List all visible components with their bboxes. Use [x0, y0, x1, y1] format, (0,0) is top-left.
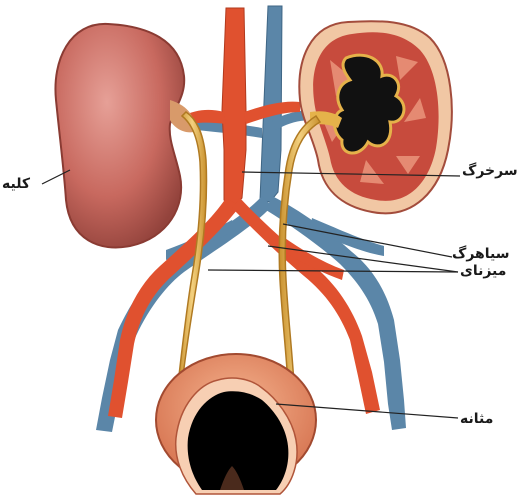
label-artery: سرخرگ	[462, 163, 518, 179]
label-vein: سیاهرگ	[452, 246, 510, 262]
label-bladder: مثانه	[460, 411, 493, 427]
label-ureter: میزنای	[460, 263, 506, 279]
kidney-right-section	[299, 21, 451, 213]
kidney-left	[55, 24, 184, 248]
label-kidney: کلیه	[2, 176, 30, 192]
bladder	[156, 354, 316, 494]
